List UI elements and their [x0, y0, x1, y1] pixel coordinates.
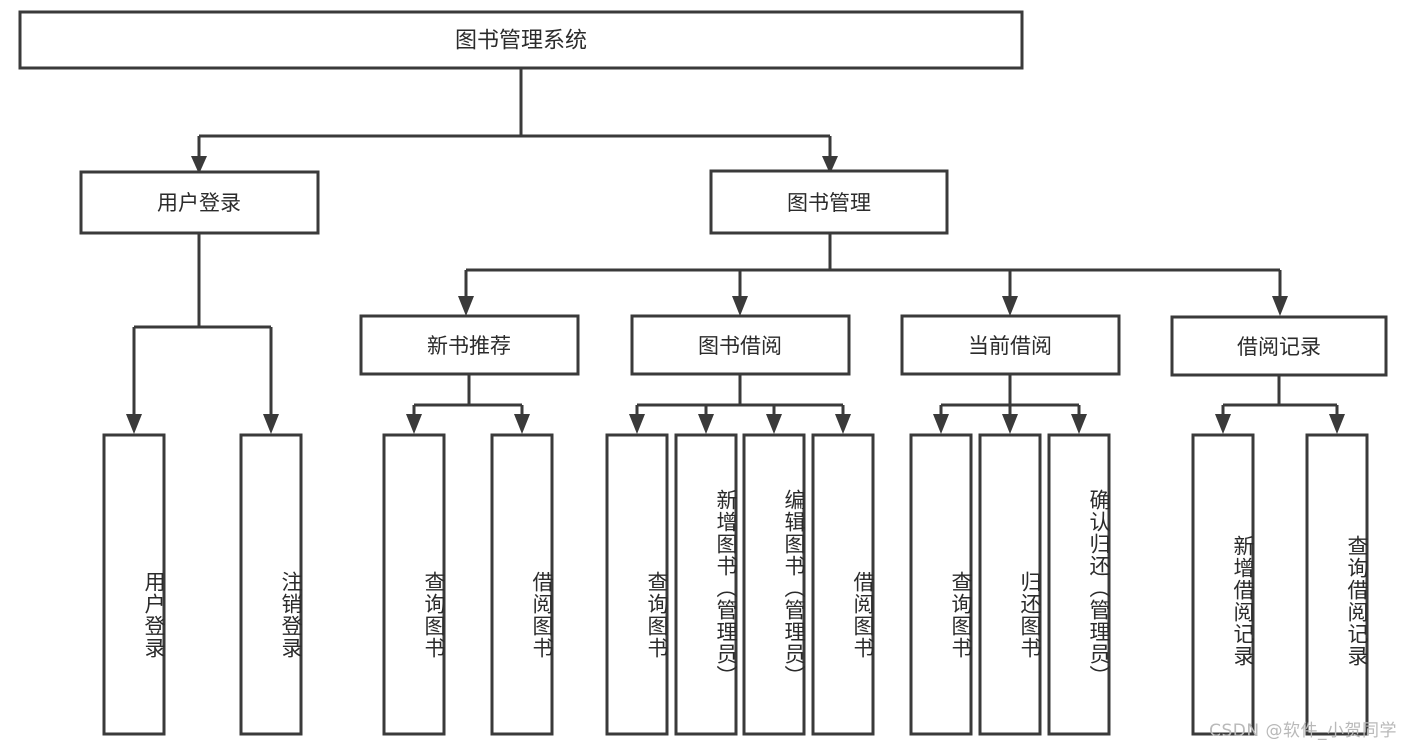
- node-leaf-box-11[interactable]: [1191, 433, 1255, 736]
- node-leaf-box-5[interactable]: [674, 433, 738, 736]
- arrow-head-bb-borrow: [835, 414, 851, 434]
- node-root-box[interactable]: [18, 10, 1024, 70]
- arrow-head-user-login: [191, 156, 207, 174]
- arrow-head-rec-query: [1329, 414, 1345, 434]
- node-leaf-box-9[interactable]: [978, 433, 1042, 736]
- node-borrow-record-box[interactable]: [1170, 315, 1388, 377]
- arrow-head-leaf-logout: [263, 414, 279, 434]
- arrow-head-borrow-record: [1272, 296, 1288, 316]
- node-new-book-label: 新书推荐: [427, 334, 511, 358]
- arrow-head-bb-query: [629, 414, 645, 434]
- arrow-head-current-borrow: [1002, 296, 1018, 316]
- node-leaf-box-4[interactable]: [605, 433, 669, 736]
- arrow-head-cur-query: [933, 414, 949, 434]
- node-leaf-box-12[interactable]: [1305, 433, 1369, 736]
- node-leaf-box-10[interactable]: [1047, 433, 1111, 736]
- arrow-head-leaf-user-login: [126, 414, 142, 434]
- node-book-manage-box[interactable]: [709, 169, 949, 235]
- node-layer: 图书管理系统 用户登录 图书管理 新书推荐 图书借阅 当前借阅 借阅记录: [18, 10, 1388, 736]
- node-user-login-label: 用户登录: [157, 191, 241, 215]
- node-leaf-box-7[interactable]: [811, 433, 875, 736]
- arrow-head-cur-return: [1002, 414, 1018, 434]
- arrow-head-book-manage: [822, 156, 838, 174]
- node-leaf-box-8[interactable]: [909, 433, 973, 736]
- arrow-head-rec-add: [1215, 414, 1231, 434]
- arrow-head-cur-confirm: [1071, 414, 1087, 434]
- connector-layer: [126, 68, 1345, 434]
- csdn-watermark: CSDN @软件_小贺同学: [1209, 721, 1397, 741]
- arrow-head-bb-add: [698, 414, 714, 434]
- arrow-head-book-borrow: [732, 296, 748, 316]
- node-book-manage-label: 图书管理: [787, 191, 871, 215]
- node-user-login-box[interactable]: [79, 170, 320, 235]
- node-root-label: 图书管理系统: [455, 29, 587, 54]
- arrow-head-newbook-query: [406, 414, 422, 434]
- arrow-head-bb-edit: [766, 414, 782, 434]
- node-book-borrow-label: 图书借阅: [698, 334, 782, 358]
- arrow-head-new-book: [458, 296, 474, 316]
- node-leaf-box-6[interactable]: [742, 433, 806, 736]
- node-leaf-box-2[interactable]: [382, 433, 446, 736]
- node-leaf-box-3[interactable]: [490, 433, 554, 736]
- node-new-book-box[interactable]: [359, 314, 580, 376]
- node-current-borrow-label: 当前借阅: [968, 334, 1052, 358]
- node-current-borrow-box[interactable]: [900, 314, 1121, 376]
- node-borrow-record-label: 借阅记录: [1237, 335, 1321, 359]
- arrow-head-newbook-borrow: [514, 414, 530, 434]
- node-book-borrow-box[interactable]: [630, 314, 851, 376]
- node-leaf-box-1[interactable]: [239, 433, 303, 736]
- node-leaf-box-0[interactable]: [102, 433, 166, 736]
